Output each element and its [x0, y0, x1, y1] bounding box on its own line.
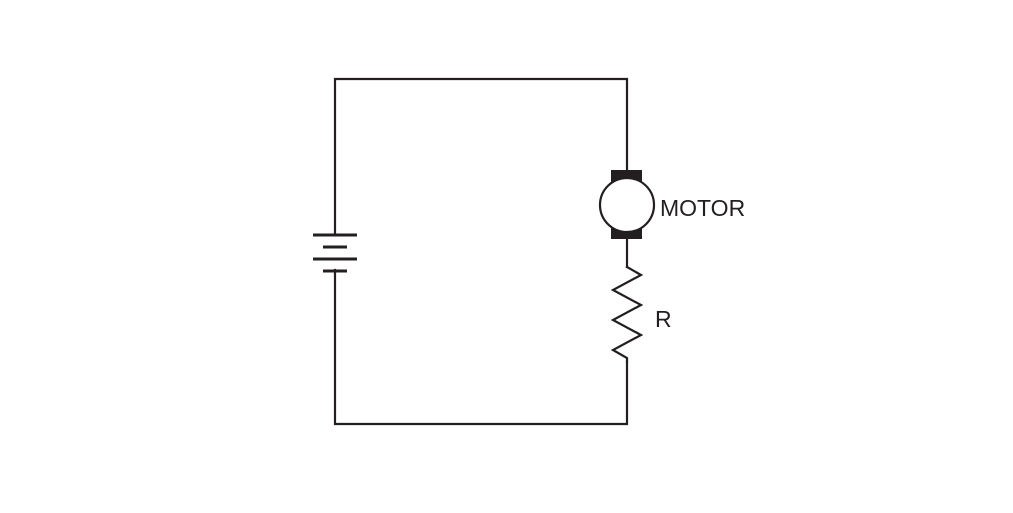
motor-circle: [598, 176, 656, 234]
motor-label: MOTOR: [660, 195, 745, 221]
wire-bottom: [333, 268, 629, 426]
circuit-wires: [333, 77, 629, 426]
battery-symbol: [313, 233, 357, 273]
resistor-symbol: R: [610, 265, 672, 364]
wire-top: [333, 77, 629, 236]
resistor-label: R: [655, 306, 672, 332]
resistor-zigzag: [610, 265, 644, 364]
motor-symbol: MOTOR: [598, 170, 745, 239]
